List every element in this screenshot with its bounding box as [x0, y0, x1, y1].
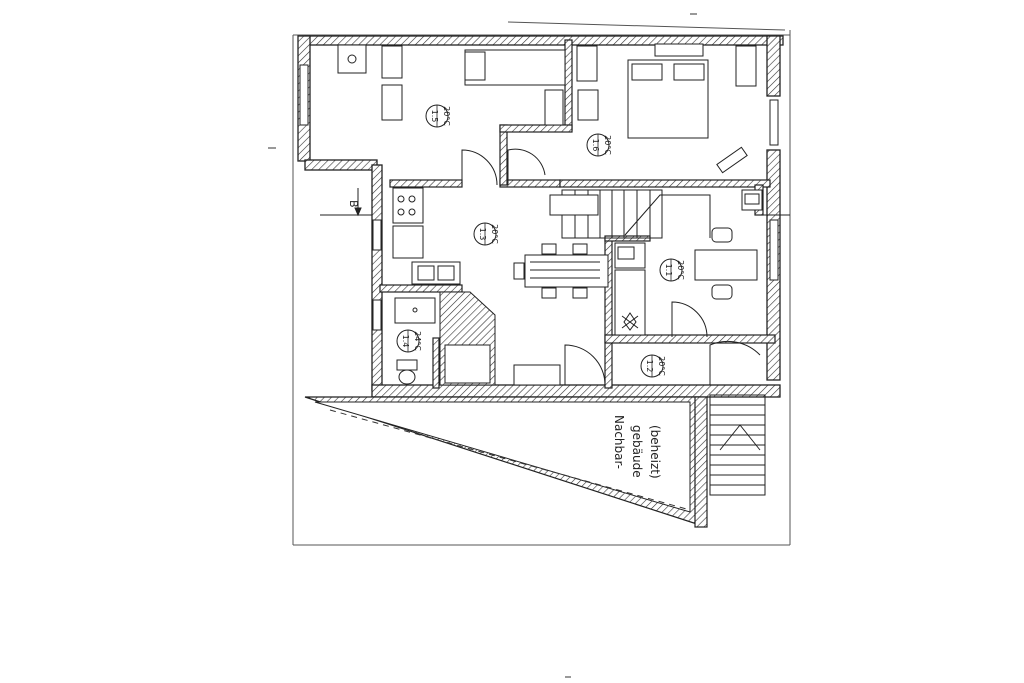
room-1-5-temp: 20°C: [442, 106, 451, 126]
sheet-frame: [292, 21, 791, 546]
neighbor-building-label: Nachbar- gebäude (beheizt): [612, 415, 662, 479]
room-1-5-number: 1.5: [430, 110, 439, 123]
exterior-stairs: [709, 394, 766, 496]
room-1-2-temp: 20°C: [657, 356, 666, 376]
room-1-4-number: 1.4: [401, 335, 410, 348]
furniture-room-1-3: [392, 187, 609, 386]
room-label-1-1: 1.1 20°C: [659, 258, 685, 282]
room-1-6-number: 1.6: [591, 139, 600, 152]
room-1-1-temp: 20°C: [676, 260, 685, 280]
neighbor-building-outline: [304, 396, 708, 528]
room-label-1-5: 1.5 20°C: [425, 104, 451, 128]
room-1-4-temp: 24°C: [413, 331, 422, 351]
room-1-6-temp: 20°C: [603, 135, 612, 155]
stray-marks: [268, 13, 697, 678]
section-marker-label: B: [347, 200, 360, 208]
room-1-3-number: 1.3: [478, 228, 487, 241]
windows: [299, 64, 779, 331]
room-label-1-4: 1.4 24°C: [396, 329, 422, 353]
section-marker: [320, 188, 790, 217]
room-label-1-3: 1.3 20°C: [473, 222, 499, 246]
room-label-1-2: 1.2 20°C: [640, 354, 666, 378]
furniture-room-1-4: [394, 291, 496, 386]
room-1-3-temp: 20°C: [490, 224, 499, 244]
room-1-2-number: 1.2: [645, 360, 654, 373]
room-1-1-number: 1.1: [664, 264, 673, 277]
furniture-room-1-1: [614, 189, 763, 336]
room-label-1-6: 1.6 20°C: [586, 133, 612, 157]
furniture-room-1-6: [576, 43, 757, 174]
neighbor-line-1: Nachbar-: [612, 415, 626, 469]
neighbor-line-2: gebäude: [630, 425, 644, 478]
furniture-room-1-5: [337, 44, 566, 126]
neighbor-line-3: (beheizt): [648, 425, 662, 479]
